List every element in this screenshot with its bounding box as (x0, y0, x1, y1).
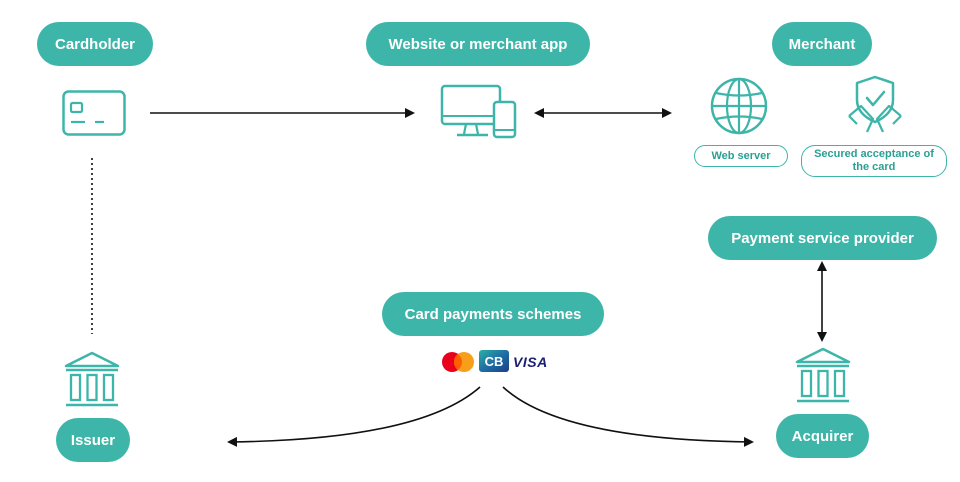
schemes-to-issuer-arrow (227, 386, 481, 447)
cardholder-label: Cardholder (37, 22, 153, 66)
merchant-label: Merchant (772, 22, 872, 66)
cb-logo-text: CB (485, 354, 504, 369)
credit-card-icon (62, 90, 126, 136)
secured-acceptance-label: Secured acceptance of the card (801, 145, 947, 177)
cb-logo: CB (479, 350, 509, 372)
bank-icon (795, 347, 851, 403)
schemes-to-acquirer-arrow (502, 386, 754, 447)
shield-check-icon (848, 75, 902, 133)
web-server-label: Web server (694, 145, 788, 167)
acquirer-label: Acquirer (776, 414, 869, 458)
globe-icon (710, 77, 768, 135)
bank-icon (64, 351, 120, 407)
card-payment-schemes-label: Card payments schemes (382, 292, 604, 336)
visa-logo: VISA (513, 354, 548, 370)
website-label: Website or merchant app (366, 22, 590, 66)
devices-icon (440, 84, 517, 139)
mastercard-logo (442, 352, 474, 372)
issuer-label: Issuer (56, 418, 130, 462)
payment-service-provider-label: Payment service provider (708, 216, 937, 260)
